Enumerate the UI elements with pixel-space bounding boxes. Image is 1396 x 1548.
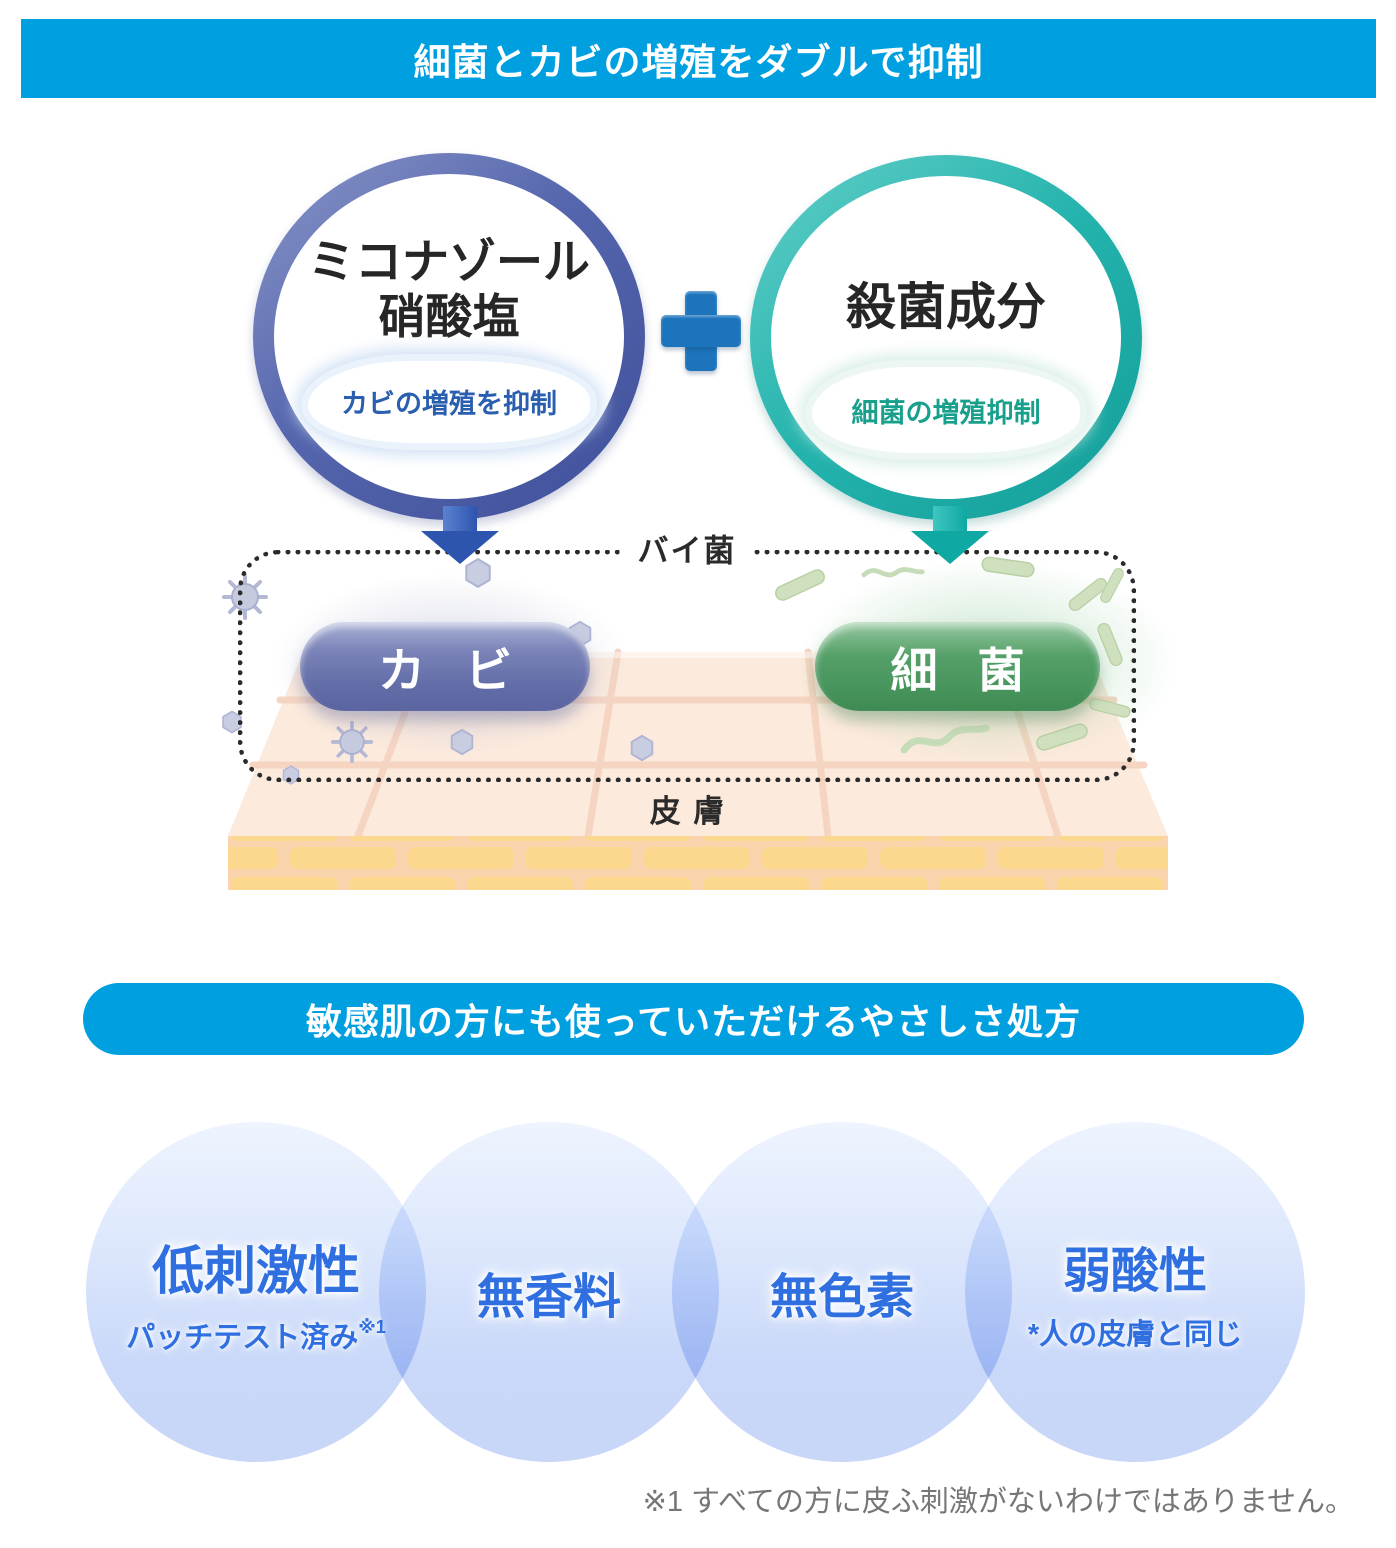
bactericide-circle: 殺菌成分 細菌の増殖抑制	[750, 155, 1142, 520]
bacteria-pill: 細菌	[815, 622, 1100, 711]
feature-low-irritation-note: パッチテスト済み※1	[126, 1316, 386, 1354]
mold-pill-label: カビ	[378, 644, 552, 697]
germ-zone-label: バイ菌	[619, 525, 755, 571]
footnote-ref: ※1	[358, 1316, 386, 1337]
mold-pill: カビ	[300, 622, 590, 711]
down-arrow-blue-icon	[421, 506, 499, 564]
bactericide-title: 殺菌成分	[846, 279, 1046, 335]
miconazole-circle: ミコナゾール 硝酸塩 カビの増殖を抑制	[253, 153, 645, 520]
feature-low-irritation: 低刺激性 パッチテスト済み※1	[86, 1122, 426, 1462]
miconazole-circle-inner: ミコナゾール 硝酸塩 カビの増殖を抑制	[274, 174, 624, 499]
down-arrow-teal-icon	[911, 506, 989, 564]
plus-icon	[661, 291, 741, 371]
bactericide-circle-inner: 殺菌成分 細菌の増殖抑制	[771, 176, 1121, 499]
gentle-formula-banner: 敏感肌の方にも使っていただけるやさしさ処方	[83, 983, 1304, 1055]
bacteria-pill-label: 細菌	[890, 644, 1065, 697]
miconazole-title: ミコナゾール 硝酸塩	[308, 235, 590, 344]
top-banner: 細菌とカビの増殖をダブルで抑制	[21, 19, 1376, 98]
bacteria-suppress-badge: 細菌の増殖抑制	[812, 367, 1080, 453]
gentle-formula-title: 敏感肌の方にも使っていただけるやさしさ処方	[305, 1001, 1082, 1042]
footnote: ※1 すべての方に皮ふ刺激がないわけではありません。	[642, 1486, 1354, 1518]
top-banner-title: 細菌とカビの増殖をダブルで抑制	[413, 41, 984, 83]
skin-label: 皮膚	[649, 794, 737, 829]
feature-weakly-acidic: 弱酸性 *人の皮膚と同じ	[965, 1122, 1305, 1462]
feature-fragrance-free: 無香料	[379, 1122, 719, 1462]
mold-suppress-badge: カビの増殖を抑制	[308, 360, 590, 443]
feature-colorant-free: 無色素	[672, 1122, 1012, 1462]
